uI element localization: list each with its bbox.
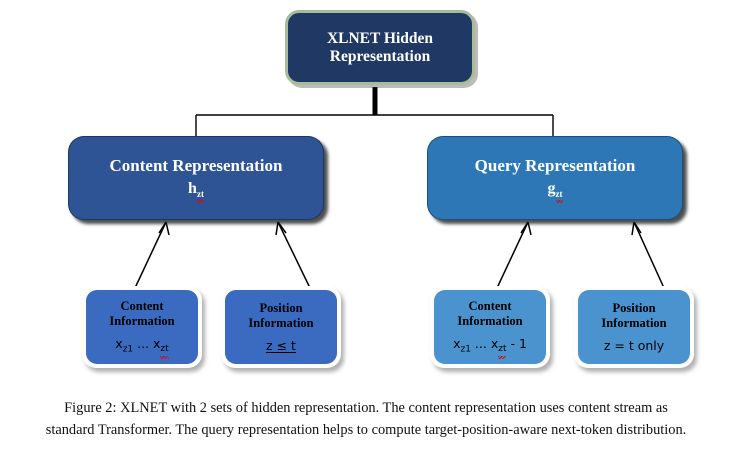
content-information-left-formula: xz1 ... xzt (115, 335, 169, 359)
formula-ellipsis: ... x (470, 335, 499, 351)
formula-x1: x (115, 335, 123, 351)
content-information-right-body: Content Information xz1 ... xzt - 1 (434, 290, 546, 364)
formula-sub-z1: z1 (122, 344, 134, 355)
query-representation-symbol: gzt (547, 180, 563, 203)
position-information-left-title1: Position (259, 300, 303, 315)
content-information-right-title2: Information (457, 314, 523, 329)
node-query-representation[interactable]: Query Representation gzt (427, 136, 683, 220)
node-position-information-right[interactable]: Position Information z = t only (574, 286, 694, 368)
formula-sub-zt: zt (498, 344, 507, 359)
content-information-right-formula: xz1 ... xzt - 1 (453, 335, 527, 359)
query-symbol-subscript: zt (555, 189, 563, 203)
position-information-right-formula: z = t only (603, 337, 665, 353)
top-node-line1: XLNET Hidden (326, 29, 434, 47)
formula-x1: x (453, 335, 461, 351)
content-information-left-title1: Content (120, 298, 164, 313)
figure-caption: Figure 2: XLNET with 2 sets of hidden re… (45, 400, 687, 438)
content-symbol-base: h (188, 180, 197, 197)
node-content-information-left[interactable]: Content Information xz1 ... xzt (82, 286, 202, 368)
formula-ellipsis: ... x (133, 335, 161, 351)
query-representation-title: Query Representation (474, 156, 636, 176)
formula-sub-z1: z1 (460, 344, 471, 355)
node-xlnet-hidden-representation[interactable]: XLNET Hidden Representation (285, 10, 475, 85)
top-node-line2: Representation (329, 47, 431, 65)
content-symbol-subscript: zt (196, 189, 204, 203)
position-information-right-title1: Position (612, 300, 656, 315)
arrow-content-info-right (496, 221, 532, 289)
formula-sub-zt: zt (160, 344, 169, 359)
query-symbol-base: g (547, 180, 556, 197)
content-information-left-body: Content Information xz1 ... xzt (86, 290, 198, 364)
position-information-left-title2: Information (248, 316, 314, 331)
position-information-left-formula: z ≤ t (266, 337, 296, 353)
formula-suffix: - 1 (506, 335, 527, 351)
arrow-position-info-right (631, 221, 665, 289)
content-information-left-title2: Information (109, 314, 175, 329)
arrow-position-info-left (275, 221, 311, 289)
node-content-representation[interactable]: Content Representation hzt (68, 136, 324, 220)
position-information-right-body: Position Information z = t only (578, 290, 690, 364)
node-position-information-left[interactable]: Position Information z ≤ t (221, 286, 341, 368)
node-content-information-right[interactable]: Content Information xz1 ... xzt - 1 (430, 286, 550, 368)
content-representation-symbol: hzt (188, 180, 204, 203)
position-information-left-body: Position Information z ≤ t (225, 290, 337, 364)
arrow-content-info-left (134, 221, 170, 289)
position-information-right-title2: Information (601, 316, 667, 331)
content-representation-title: Content Representation (109, 156, 283, 176)
content-information-right-title1: Content (468, 298, 512, 313)
